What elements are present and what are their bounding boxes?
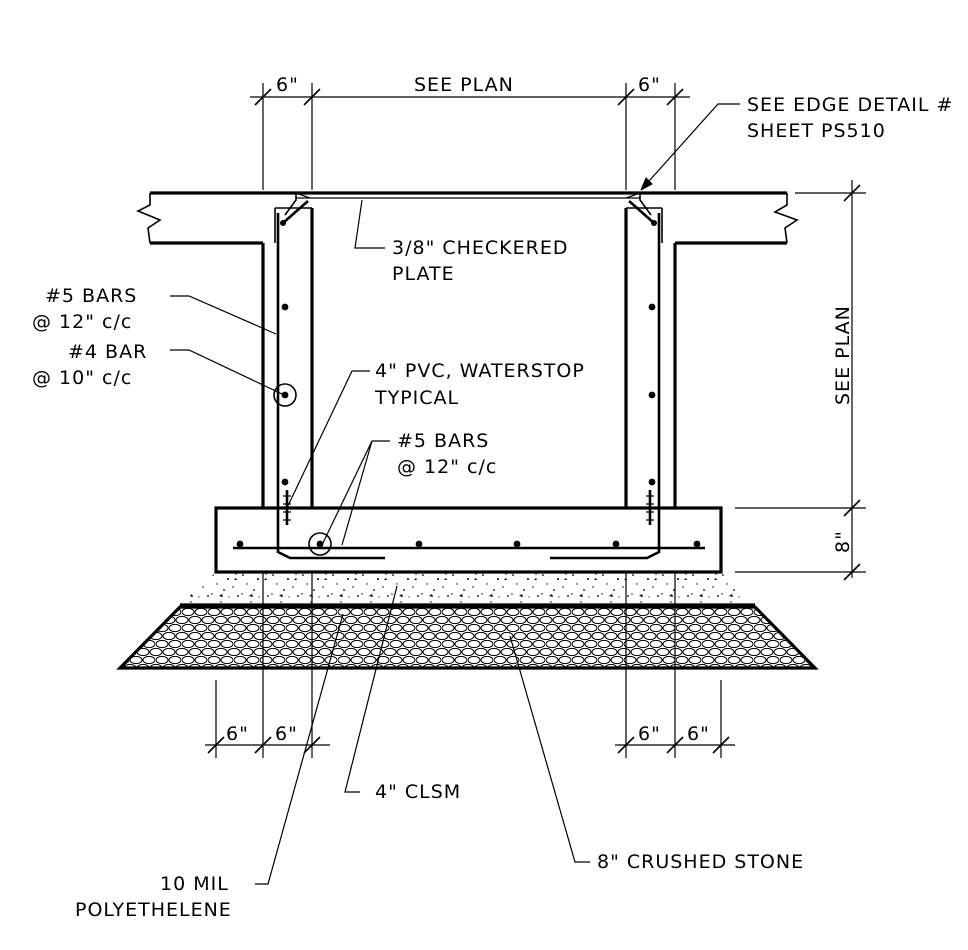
leader-lines [170,103,740,885]
bar4-marker [273,383,297,407]
top-slab [136,191,799,245]
callout-bar4-1: #4 BAR [68,341,147,363]
dim-top-center: SEE PLAN [414,74,514,96]
callout-poly-1: 10 MIL [160,873,229,895]
dim-bottom-right-1: 6" [638,723,661,745]
edge-angle-left [280,193,309,226]
waterstop-right [646,490,654,525]
dim-right-vertical: SEE PLAN [832,305,854,405]
rebar-left-wall [276,213,385,560]
rebar-slab [233,532,705,556]
top-dimension-line [250,83,690,190]
callout-bars5b-1: #5 BARS [397,430,489,452]
bottom-right-dimension [615,572,735,758]
callout-pvc-2: TYPICAL [374,387,459,409]
callout-edge-detail-1: SEE EDGE DETAIL # [747,94,953,116]
rebar-right-wall [550,213,661,560]
callout-clsm: 4" CLSM [375,781,461,803]
dim-top-left: 6" [276,74,299,96]
callout-bars5b-2: @ 12" c/c [397,456,497,478]
dim-bottom-left-2: 6" [275,723,298,745]
dim-bottom-right-2: 6" [687,723,710,745]
callout-plate-1: 3/8" CHECKERED [392,237,568,259]
checkered-plate [295,191,641,199]
dim-bottom-left-1: 6" [226,723,249,745]
base-slab [214,506,723,574]
right-wall [624,208,677,508]
callout-pvc-1: 4" PVC, WATERSTOP [375,360,585,382]
right-dimension-line [735,180,866,581]
edge-angle-right [628,193,657,226]
callout-bars5-2: @ 12" c/c [32,311,132,333]
callout-plate-2: PLATE [392,263,455,285]
crushed-stone-layer [116,605,819,670]
left-wall [261,208,314,508]
clsm-layer [180,572,755,607]
callout-bar4-2: @ 10" c/c [32,367,132,389]
callout-crushed-stone: 8" CRUSHED STONE [597,851,804,873]
callout-edge-detail-2: SHEET PS510 [747,120,886,142]
callout-poly-2: POLYETHELENE [75,899,232,921]
callout-bars5-1: #5 BARS [45,285,137,307]
dim-top-right: 6" [638,74,661,96]
dim-right-slab: 8" [832,530,854,553]
